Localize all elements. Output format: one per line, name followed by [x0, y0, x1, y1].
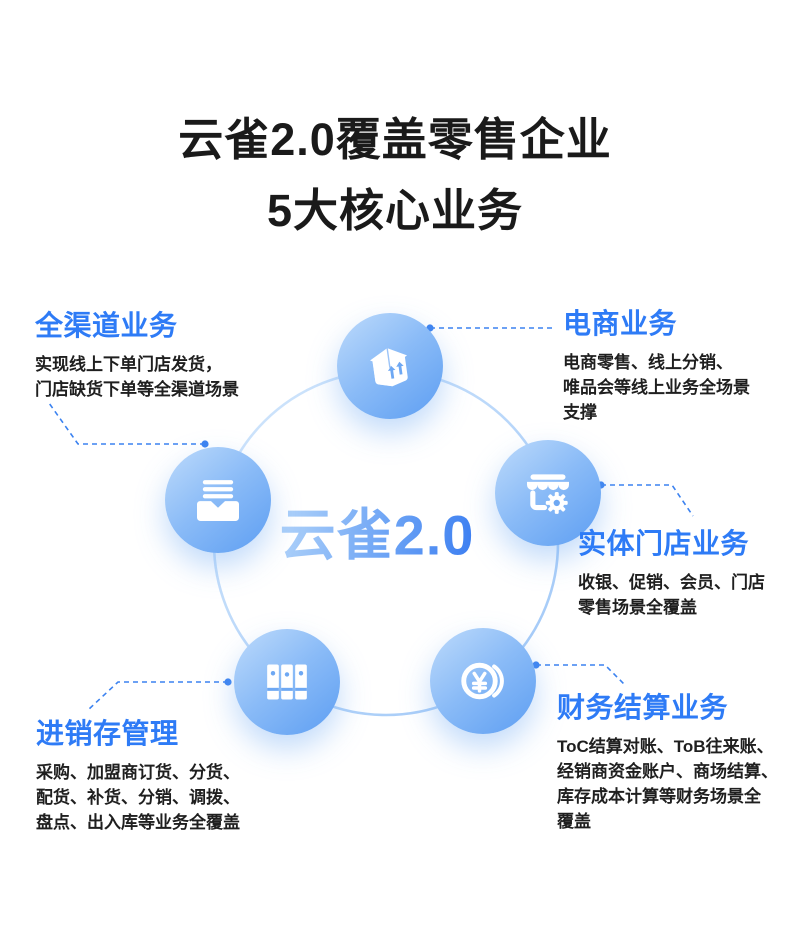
connector-finance — [536, 664, 625, 685]
section-finance: 财务结算业务 ToC结算对账、ToB往来账、 经销商资金账户、商场结算、 库存成… — [557, 686, 778, 834]
storefront-gear-icon — [527, 474, 569, 514]
section-physical-store: 实体门店业务 收银、促销、会员、门店 零售场景全覆盖 — [578, 522, 765, 620]
description-line: 零售场景全覆盖 — [578, 598, 697, 617]
description-line: 库存成本计算等财务场景全 — [557, 787, 761, 806]
page-title: 云雀2.0覆盖零售企业 5大核心业务 — [0, 104, 790, 246]
page-title-line-1: 云雀2.0覆盖零售企业 — [178, 114, 612, 165]
node-finance — [430, 628, 536, 734]
section-title-physical-store: 实体门店业务 — [578, 528, 750, 559]
section-inventory: 进销存管理 采购、加盟商订货、分货、 配货、补货、分销、调拨、 盘点、出入库等业… — [36, 712, 240, 835]
description-line: 经销商资金账户、商场结算、 — [557, 762, 778, 781]
node-omni-channel — [165, 447, 271, 553]
connector-dot — [224, 678, 232, 686]
section-omni-channel: 全渠道业务 实现线上下单门店发货， 门店缺货下单等全渠道场景 — [35, 304, 239, 402]
section-title-finance: 财务结算业务 — [557, 692, 729, 723]
description-line: 实现线上下单门店发货， — [35, 355, 222, 374]
section-description-finance: ToC结算对账、ToB往来账、 经销商资金账户、商场结算、 库存成本计算等财务场… — [557, 734, 778, 834]
page-title-line-2: 5大核心业务 — [266, 185, 524, 236]
binders-icon — [267, 664, 307, 700]
node-ecommerce — [337, 313, 443, 419]
section-description-inventory: 采购、加盟商订货、分货、 配货、补货、分销、调拨、 盘点、出入库等业务全覆盖 — [36, 760, 240, 835]
section-title-inventory: 进销存管理 — [36, 718, 179, 749]
description-line: 采购、加盟商订货、分货、 — [36, 763, 240, 782]
description-line: 电商零售、线上分销、 — [563, 353, 733, 372]
section-description-omni-channel: 实现线上下单门店发货， 门店缺货下单等全渠道场景 — [35, 352, 239, 402]
description-line: 盘点、出入库等业务全覆盖 — [36, 813, 240, 832]
description-line: 配货、补货、分销、调拨、 — [36, 788, 240, 807]
connector-omni-channel — [48, 402, 205, 445]
description-line: 门店缺货下单等全渠道场景 — [35, 380, 239, 399]
section-description-physical-store: 收银、促销、会员、门店 零售场景全覆盖 — [578, 570, 765, 620]
connector-dot — [201, 440, 209, 448]
section-ecommerce: 电商业务 电商零售、线上分销、 唯品会等线上业务全场景 支撑 — [563, 302, 750, 425]
center-product-label: 云雀2.0 — [280, 491, 475, 572]
inbox-tray-icon — [197, 480, 239, 521]
description-line: 收银、促销、会员、门店 — [578, 573, 765, 592]
description-line: ToC结算对账、ToB往来账、 — [557, 737, 774, 756]
description-line: 唯品会等线上业务全场景 — [563, 378, 750, 397]
section-description-ecommerce: 电商零售、线上分销、 唯品会等线上业务全场景 支撑 — [563, 350, 750, 425]
package-box-icon — [370, 348, 408, 387]
connector-inventory — [87, 681, 228, 711]
section-title-omni-channel: 全渠道业务 — [35, 310, 178, 341]
section-title-ecommerce: 电商业务 — [563, 308, 678, 339]
description-line: 覆盖 — [557, 812, 591, 831]
node-inventory — [234, 629, 340, 735]
description-line: 支撑 — [563, 403, 597, 422]
yen-coin-icon — [461, 662, 504, 700]
connector-physical-store — [601, 484, 694, 517]
